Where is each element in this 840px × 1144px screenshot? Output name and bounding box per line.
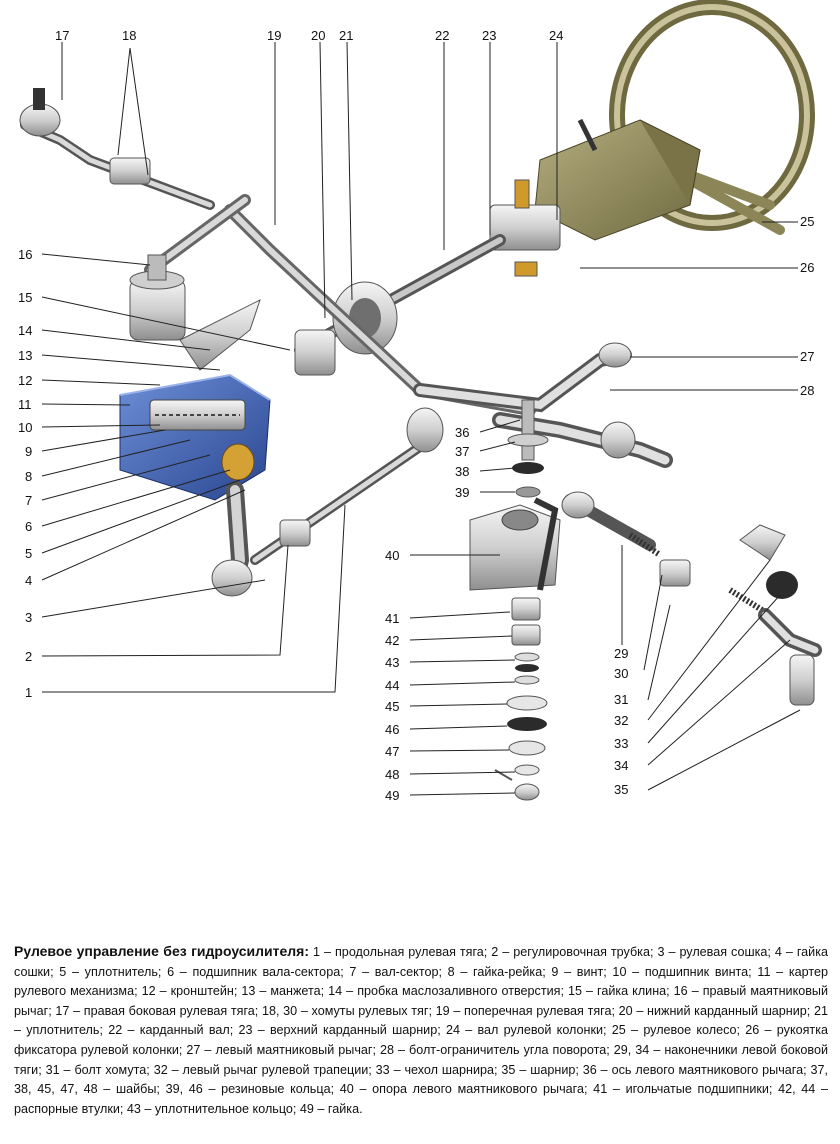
label-17: 17 [55,28,69,43]
label-33: 33 [614,736,628,751]
steering-column [489,118,701,277]
label-12: 12 [18,373,32,388]
label-19: 19 [267,28,281,43]
label-25: 25 [800,214,814,229]
left-side-tie-rod [561,491,822,706]
label-40: 40 [385,548,399,563]
label-28: 28 [800,383,814,398]
label-3: 3 [25,610,32,625]
right-pendulum-arm [129,254,186,341]
label-11: 11 [18,397,32,412]
label-49: 49 [385,788,399,803]
label-47: 47 [385,744,399,759]
steering-exploded-diagram: 17 18 19 20 21 22 23 24 25 26 27 28 16 1… [18,0,822,803]
pendulum-support-stack [469,399,561,801]
label-42: 42 [385,633,399,648]
label-16: 16 [18,247,32,262]
label-21: 21 [339,28,353,43]
label-1: 1 [25,685,32,700]
label-39: 39 [455,485,469,500]
label-20: 20 [311,28,325,43]
label-8: 8 [25,469,32,484]
label-48: 48 [385,767,399,782]
label-26: 26 [800,260,814,275]
label-14: 14 [18,323,32,338]
label-44: 44 [385,678,399,693]
label-35: 35 [614,782,628,797]
label-27: 27 [800,349,814,364]
right-side-tie-rod [19,88,215,210]
pitman-arm [211,481,253,597]
label-23: 23 [482,28,496,43]
label-32: 32 [614,713,628,728]
label-30: 30 [614,666,628,681]
label-45: 45 [385,699,399,714]
cardan-shaft [294,234,506,376]
label-13: 13 [18,348,32,363]
label-22: 22 [435,28,449,43]
label-37: 37 [455,444,469,459]
label-38: 38 [455,464,469,479]
label-9: 9 [25,444,32,459]
label-18: 18 [122,28,136,43]
label-10: 10 [18,420,32,435]
caption-title: Рулевое управление без гидроусилителя: [14,943,310,959]
label-5: 5 [25,546,32,561]
label-4: 4 [25,573,32,588]
figure-caption: Рулевое управление без гидроусилителя: 1… [14,942,828,1119]
label-29: 29 [614,646,628,661]
label-24: 24 [549,28,563,43]
label-36: 36 [455,425,469,440]
caption-legend-text: 1 – продольная рулевая тяга; 2 – регулир… [14,945,828,1116]
part-labels: 17 18 19 20 21 22 23 24 25 26 27 28 16 1… [18,28,814,803]
label-15: 15 [18,290,32,305]
label-6: 6 [25,519,32,534]
longitudinal-tie-rod [250,407,444,565]
label-2: 2 [25,649,32,664]
label-46: 46 [385,722,399,737]
label-34: 34 [614,758,628,773]
label-31: 31 [614,692,628,707]
label-41: 41 [385,611,399,626]
label-7: 7 [25,493,32,508]
label-43: 43 [385,655,399,670]
leader-lines [41,41,801,796]
